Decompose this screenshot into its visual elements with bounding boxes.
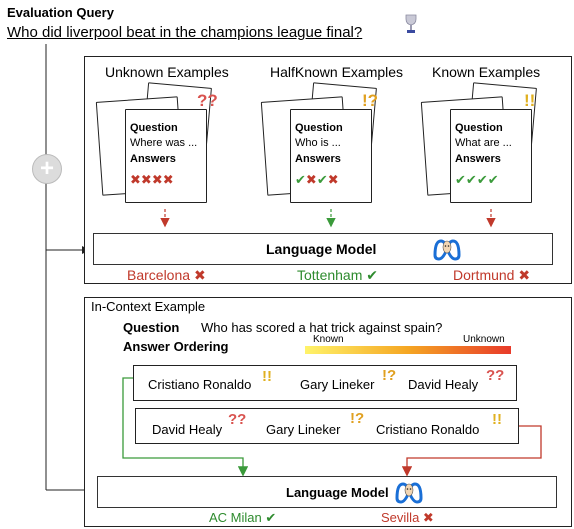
panel-header: In-Context Example: [91, 299, 206, 314]
question-label: Question: [455, 122, 503, 134]
answer-mark: ✔: [465, 172, 477, 187]
language-model-box: Language Model: [93, 233, 553, 265]
halfknown-badge: !?: [350, 410, 365, 427]
result-text: AC Milan: [209, 510, 262, 525]
answer-mark: ✖: [140, 172, 152, 187]
question-label: Question: [295, 122, 343, 134]
unknown-badge: ??: [197, 91, 218, 110]
result-unknown-first: Sevilla ✖: [381, 510, 434, 526]
answer-mark: ✔: [455, 172, 466, 187]
answer-mark: ✔: [476, 172, 488, 187]
check-icon: ✔: [265, 510, 277, 525]
result-known: Dortmund ✖: [453, 267, 530, 284]
answer-mark: ✔: [487, 172, 499, 187]
result-unknown: Barcelona ✖: [127, 267, 206, 284]
group-title: Unknown Examples: [105, 64, 229, 80]
card-front: Question Where was ... Answers ✖✖✖✖: [125, 109, 207, 203]
ordering-row-1: Cristiano Ronaldo !! Gary Lineker !? Dav…: [133, 365, 517, 401]
lm-label: Language Model: [286, 485, 389, 500]
gradient-known-label: Known: [313, 334, 344, 345]
answer-mark: ✖: [327, 172, 339, 187]
unknown-badge: ??: [486, 367, 505, 384]
answer-mark: ✖: [151, 172, 163, 187]
result-text: Sevilla: [381, 510, 420, 525]
answer-option: David Healy: [408, 377, 479, 392]
answer-option: Gary Lineker: [266, 422, 341, 437]
group-title: HalfKnown Examples: [270, 64, 404, 80]
result-text: Tottenham: [297, 267, 363, 283]
plus-icon: +: [32, 154, 62, 184]
question-text: What are ...: [455, 137, 512, 149]
known-badge: !!: [524, 91, 536, 110]
result-halfknown: Tottenham ✔: [297, 267, 378, 284]
answers-label: Answers: [130, 153, 176, 165]
cross-icon: ✖: [193, 267, 206, 283]
known-badge: !!: [262, 368, 272, 385]
answer-option: Cristiano Ronaldo: [148, 377, 252, 392]
answers-label: Answers: [295, 153, 341, 165]
query-heading: Evaluation Query: [7, 5, 114, 20]
group-halfknown: HalfKnown Examples Question Who is ... A…: [250, 57, 410, 227]
check-icon: ✔: [366, 267, 378, 283]
answer-mark: ✔: [295, 172, 306, 187]
ordering-arrows: [122, 377, 542, 477]
trophy-icon: [404, 14, 418, 36]
answer-marks: ✔✖✔✖: [295, 172, 339, 188]
example-arrows: [160, 209, 496, 228]
language-model-box: Language Model: [97, 476, 557, 508]
answer-option: David Healy: [152, 422, 223, 437]
question-label: Question: [123, 320, 180, 335]
halfknown-badge: !?: [382, 367, 397, 384]
ordering-row-2: David Healy ?? Gary Lineker !? Cristiano…: [135, 408, 519, 444]
question-text: Where was ...: [130, 137, 198, 149]
answer-mark: ✖: [162, 172, 174, 187]
cross-icon: ✖: [422, 510, 434, 525]
group-title: Known Examples: [432, 64, 541, 80]
query-question: Who did liverpool beat in the champions …: [7, 24, 363, 41]
question-text: Who has scored a hat trick against spain…: [201, 320, 443, 335]
lm-label: Language Model: [266, 241, 377, 257]
in-context-panel: In-Context Example Question Who has scor…: [84, 297, 572, 527]
known-badge: !!: [492, 411, 502, 428]
answer-mark: ✔: [316, 172, 328, 187]
result-known-first: AC Milan ✔: [209, 510, 276, 526]
answers-label: Answers: [455, 153, 501, 165]
ordering-label: Answer Ordering: [123, 339, 229, 354]
llama-icon: [394, 478, 424, 506]
answer-option: Cristiano Ronaldo: [376, 422, 480, 437]
card-front: Question What are ... Answers ✔✔✔✔: [450, 109, 532, 203]
gradient-unknown-label: Unknown: [463, 334, 505, 345]
question-label: Question: [130, 122, 178, 134]
card-front: Question Who is ... Answers ✔✖✔✖: [290, 109, 372, 203]
group-unknown: Unknown Examples Question Where was ... …: [85, 57, 245, 227]
result-text: Barcelona: [127, 267, 191, 283]
examples-panel: Unknown Examples Question Where was ... …: [84, 56, 572, 284]
knowledge-gradient-bar: [305, 346, 511, 354]
answer-marks: ✔✔✔✔: [455, 172, 499, 188]
question-text: Who is ...: [295, 137, 341, 149]
group-known: Known Examples Question What are ... Ans…: [410, 57, 570, 227]
llama-icon: [432, 235, 462, 263]
answer-marks: ✖✖✖✖: [130, 172, 174, 188]
halfknown-badge: !?: [362, 91, 379, 110]
answer-mark: ✖: [130, 172, 141, 187]
unknown-badge: ??: [228, 411, 247, 428]
cross-icon: ✖: [518, 267, 531, 283]
answer-mark: ✖: [305, 172, 317, 187]
answer-option: Gary Lineker: [300, 377, 375, 392]
result-text: Dortmund: [453, 267, 515, 283]
